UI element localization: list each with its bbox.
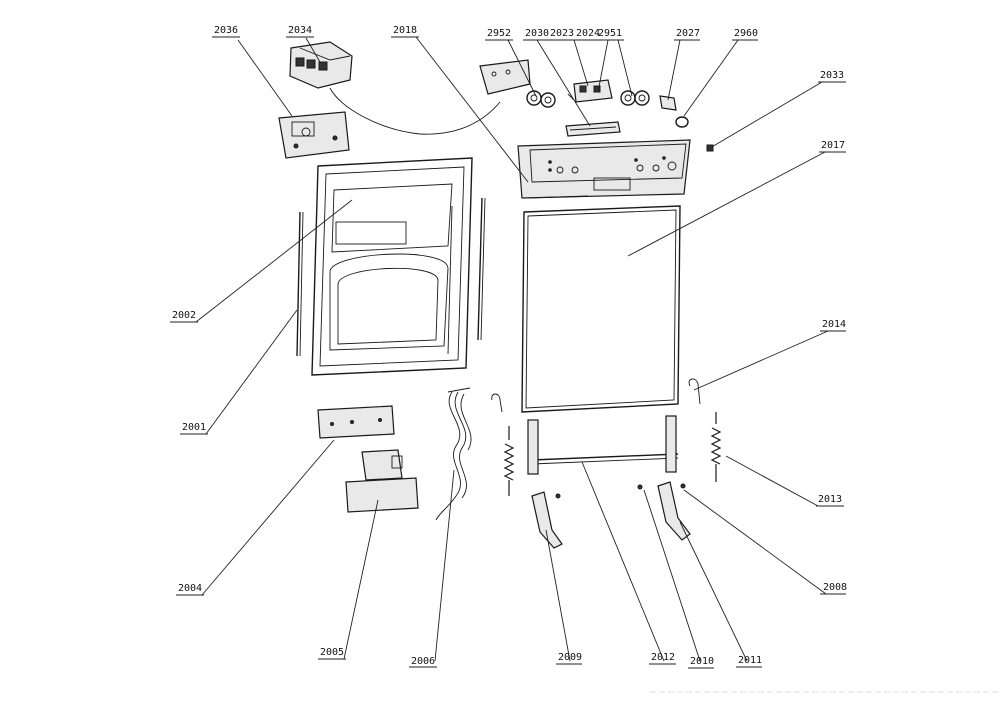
svg-text:2013: 2013 xyxy=(818,494,842,505)
callout-2017: 2017 xyxy=(819,140,846,153)
callout-2011: 2011 xyxy=(736,655,762,668)
svg-text:2010: 2010 xyxy=(690,656,714,667)
callout-2005: 2005 xyxy=(318,647,346,660)
svg-text:2005: 2005 xyxy=(320,647,344,658)
hinge-arm-part xyxy=(531,481,691,549)
callout-2012: 2012 xyxy=(649,652,676,665)
callout-2001: 2001 xyxy=(180,422,208,435)
selector-board-part xyxy=(479,59,556,108)
svg-text:2008: 2008 xyxy=(823,582,847,593)
module-cable xyxy=(329,87,501,135)
callout-2960: 2960 xyxy=(732,28,758,41)
svg-text:2024: 2024 xyxy=(576,28,600,39)
callout-2008: 2008 xyxy=(820,582,847,595)
connector-part xyxy=(659,95,677,111)
switch-assembly-part xyxy=(567,79,613,103)
button-part xyxy=(675,116,689,128)
handle-part xyxy=(565,121,621,137)
svg-text:2004: 2004 xyxy=(178,583,202,594)
callout-2009: 2009 xyxy=(556,652,582,665)
control-panel-part xyxy=(517,139,691,199)
callout-2033: 2033 xyxy=(818,70,846,83)
callout-2030: 2030 xyxy=(523,28,549,41)
inner-door-part xyxy=(311,157,473,376)
callout-2002: 2002 xyxy=(170,310,198,323)
svg-text:2009: 2009 xyxy=(558,652,582,663)
callout-2024: 2024 xyxy=(575,28,600,41)
callout-2034: 2034 xyxy=(286,25,314,38)
svg-text:2951: 2951 xyxy=(598,28,622,39)
hook-part xyxy=(491,378,701,413)
detergent-dispenser-part xyxy=(345,449,419,513)
callout-2952: 2952 xyxy=(485,28,513,41)
callout-2951: 2951 xyxy=(597,28,624,41)
wiring-harness-part xyxy=(435,387,472,521)
svg-text:2017: 2017 xyxy=(821,140,845,151)
svg-text:2034: 2034 xyxy=(288,25,312,36)
knob-pair-part xyxy=(620,90,650,106)
callout-2027: 2027 xyxy=(674,28,700,41)
svg-text:2033: 2033 xyxy=(820,70,844,81)
svg-text:2012: 2012 xyxy=(651,652,675,663)
callout-2023: 2023 xyxy=(548,28,575,41)
outer-door-panel-part xyxy=(521,205,681,413)
leader-lines xyxy=(195,36,829,662)
hinge-rod-part xyxy=(527,415,679,475)
svg-text:2011: 2011 xyxy=(738,655,762,666)
callout-2006: 2006 xyxy=(409,656,437,668)
callout-2014: 2014 xyxy=(820,319,846,332)
svg-text:2018: 2018 xyxy=(393,25,417,36)
callout-2013: 2013 xyxy=(816,494,844,507)
svg-text:2960: 2960 xyxy=(734,28,758,39)
svg-text:2036: 2036 xyxy=(214,25,238,36)
callout-2004: 2004 xyxy=(176,583,204,596)
svg-text:2014: 2014 xyxy=(822,319,846,330)
electronic-module-part xyxy=(289,41,353,89)
svg-text:2952: 2952 xyxy=(487,28,511,39)
mounting-strip-part xyxy=(317,405,395,439)
control-board-part xyxy=(278,111,350,159)
svg-text:2002: 2002 xyxy=(172,310,196,321)
callout-2036: 2036 xyxy=(212,25,240,38)
svg-text:2023: 2023 xyxy=(550,28,574,39)
svg-text:2001: 2001 xyxy=(182,422,206,433)
svg-text:2030: 2030 xyxy=(525,28,549,39)
spring-part xyxy=(503,412,722,496)
door-seal-strip-part xyxy=(296,197,486,357)
svg-text:2027: 2027 xyxy=(676,28,700,39)
svg-text:2006: 2006 xyxy=(411,656,435,667)
callout-2010: 2010 xyxy=(688,656,714,669)
callout-2018: 2018 xyxy=(391,25,419,38)
